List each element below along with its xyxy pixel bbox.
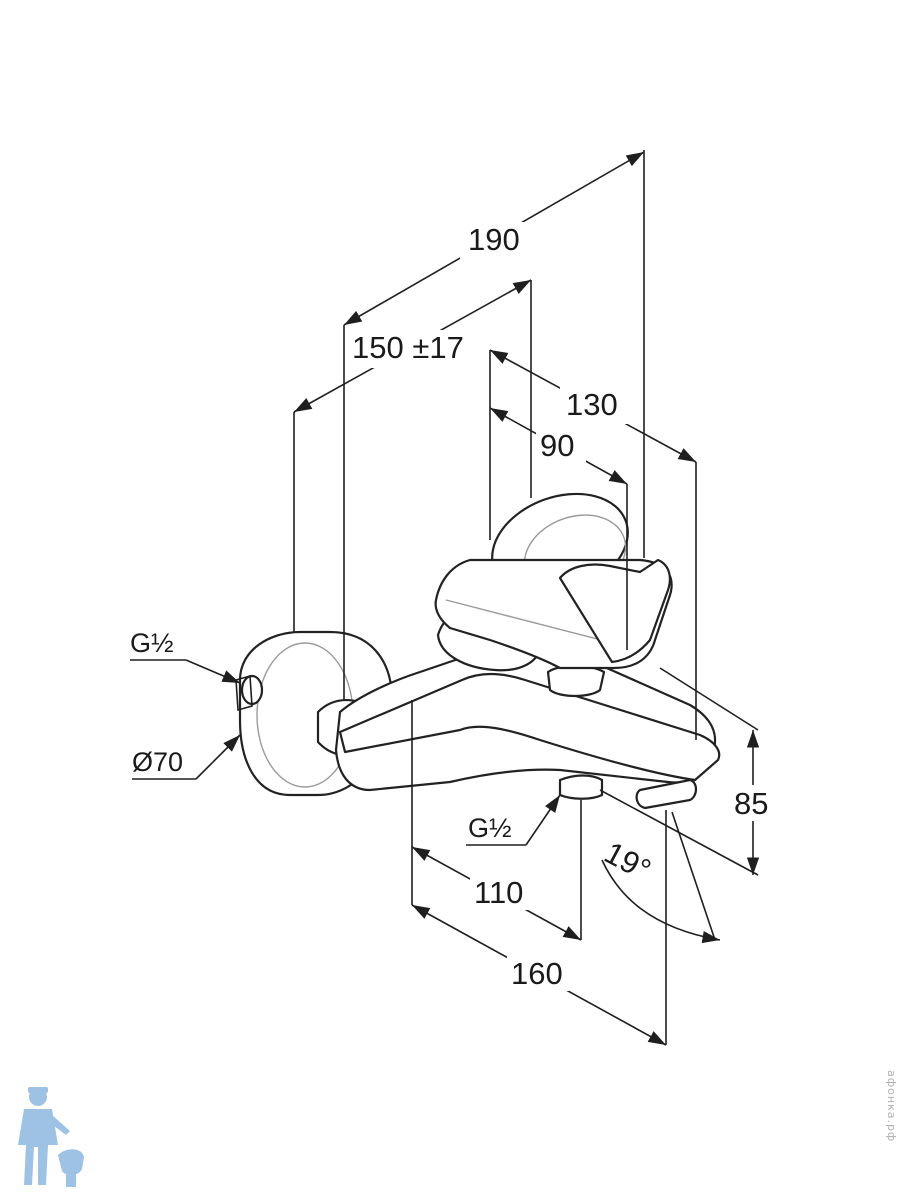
- watermark-text: афонка.рф: [885, 1070, 898, 1143]
- dim-85: 85: [734, 786, 768, 821]
- angle-19: 19°: [599, 835, 657, 888]
- dimension-texts: 190 150 ±17 130 90 85 110 160 19°: [352, 222, 768, 991]
- dim-110: 110: [474, 875, 523, 910]
- label-rosette-diameter: Ø70: [132, 747, 183, 777]
- dim-130: 130: [566, 387, 618, 422]
- label-inlet-thread: G½: [130, 628, 174, 658]
- dim-90: 90: [540, 428, 574, 463]
- dim-190: 190: [468, 222, 520, 257]
- dim-150: 150 ±17: [352, 330, 464, 365]
- dim-160: 160: [511, 956, 563, 991]
- callout-labels: G½ Ø70 G½: [130, 628, 512, 843]
- label-outlet-thread: G½: [468, 813, 512, 843]
- plumber-logo: [18, 1087, 84, 1187]
- faucet-illustration: [235, 492, 721, 810]
- label-backgrounds: [348, 222, 778, 991]
